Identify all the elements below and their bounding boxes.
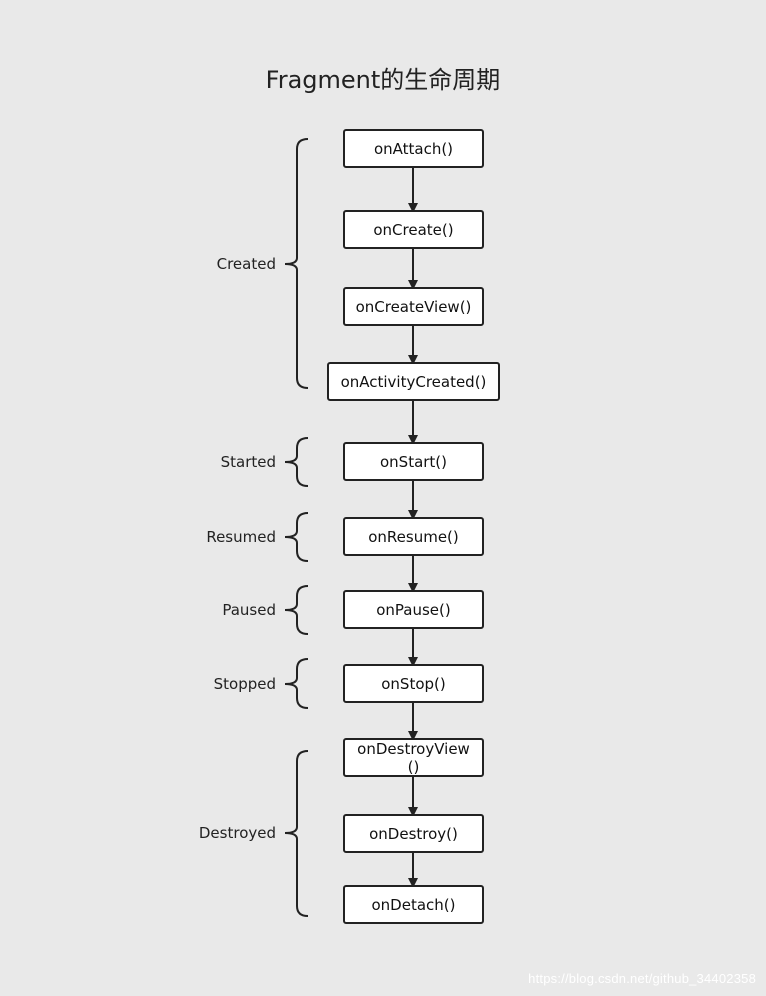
lifecycle-node: onStop() <box>343 664 484 703</box>
stage-label: Paused <box>222 601 276 619</box>
stage-brace <box>284 437 309 487</box>
lifecycle-node: onAttach() <box>343 129 484 168</box>
lifecycle-node: onCreate() <box>343 210 484 249</box>
stage-brace <box>284 658 309 709</box>
lifecycle-node: onDestroy() <box>343 814 484 853</box>
stage-label: Stopped <box>213 675 276 693</box>
stage-brace <box>284 750 309 917</box>
watermark: https://blog.csdn.net/github_34402358 <box>528 971 756 986</box>
lifecycle-node: onCreateView() <box>343 287 484 326</box>
lifecycle-node: onDestroyView () <box>343 738 484 777</box>
lifecycle-node: onActivityCreated() <box>327 362 500 401</box>
diagram-title: Fragment的生命周期 <box>265 66 501 94</box>
lifecycle-node: onPause() <box>343 590 484 629</box>
stage-brace <box>284 512 309 562</box>
stage-label: Destroyed <box>198 824 276 842</box>
lifecycle-node: onDetach() <box>343 885 484 924</box>
stage-brace <box>284 138 309 389</box>
lifecycle-node: onResume() <box>343 517 484 556</box>
stage-label: Created <box>216 255 276 273</box>
stage-label: Resumed <box>206 528 276 546</box>
stage-brace <box>284 585 309 635</box>
stage-label: Started <box>220 453 276 471</box>
lifecycle-node: onStart() <box>343 442 484 481</box>
